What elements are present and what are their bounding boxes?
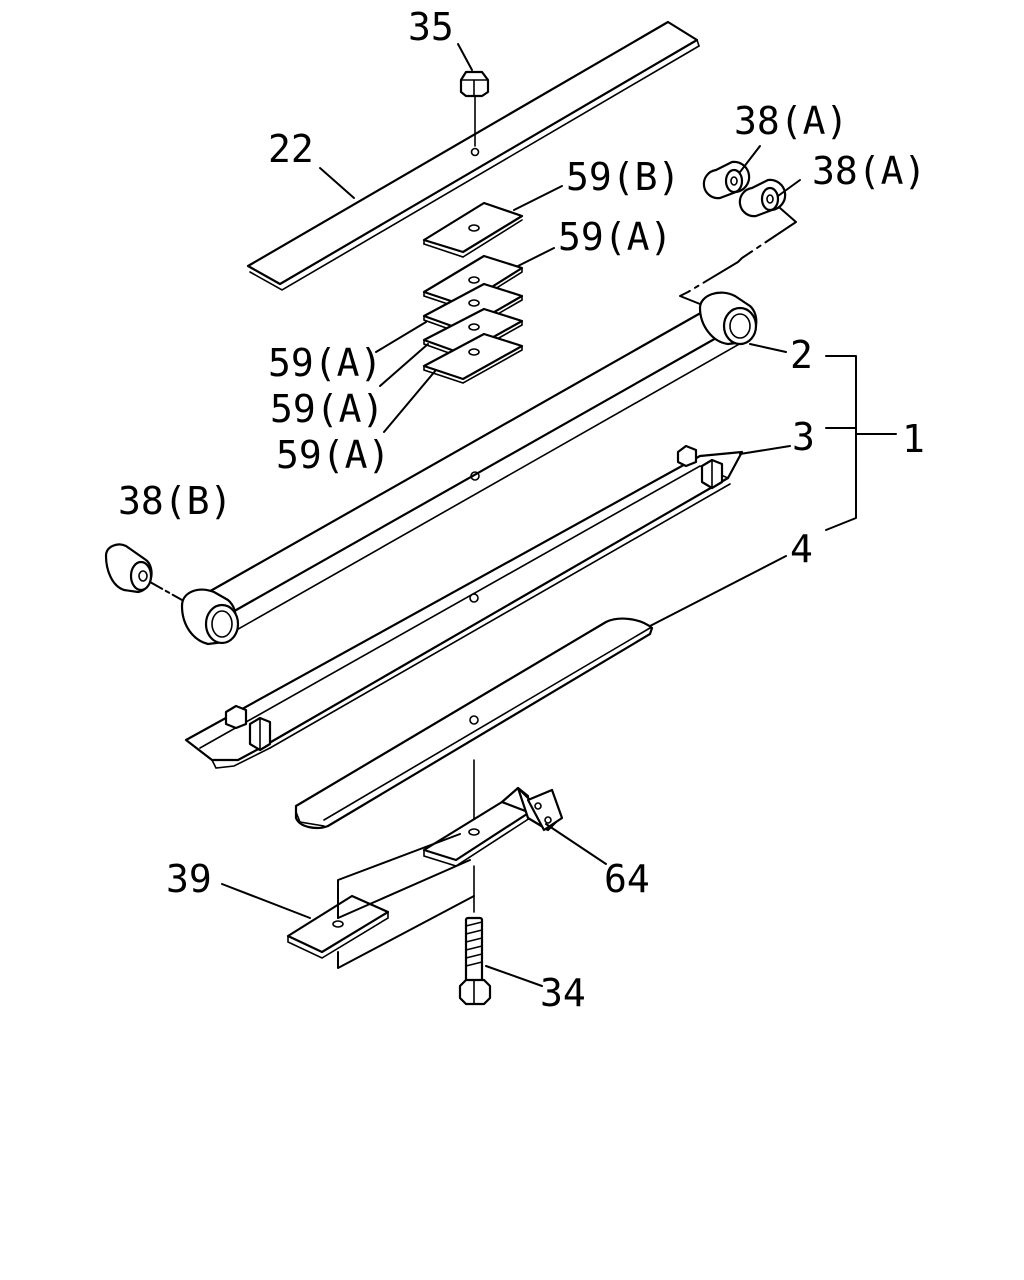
link-line-39-64 (337, 859, 471, 919)
callout-3: 3 (792, 415, 815, 459)
callout-38a-1: 38(A) (734, 99, 848, 143)
link-line-39-top (337, 833, 461, 919)
leader-lines (221, 43, 897, 987)
link-line-39-bottom (337, 895, 475, 969)
spacer-stack (422, 201, 524, 384)
part-39-plate (286, 894, 390, 959)
bushing-38b (104, 543, 183, 601)
callout-39: 39 (166, 857, 212, 901)
callout-22: 22 (268, 127, 314, 171)
callout-4: 4 (790, 527, 813, 571)
part-3-second-leaf (184, 444, 744, 769)
callout-59b: 59(B) (566, 155, 680, 199)
callout-59a-1: 59(A) (558, 215, 672, 259)
bushing-38a-2 (738, 178, 787, 218)
callout-64: 64 (604, 857, 650, 901)
spacer-59a-4 (422, 332, 524, 384)
spacer-59b (422, 201, 524, 258)
callout-59a-2: 59(A) (268, 341, 382, 385)
alignment-line-38a (679, 207, 797, 305)
callout-38b: 38(B) (118, 479, 232, 523)
bushing-38a-1 (702, 160, 751, 200)
callout-1: 1 (902, 417, 925, 461)
part-35-hex-nut (459, 70, 490, 147)
callout-35: 35 (408, 5, 454, 49)
callout-38a-2: 38(A) (812, 149, 926, 193)
callout-2: 2 (790, 333, 813, 377)
callout-59a-3: 59(A) (270, 387, 384, 431)
callout-34: 34 (540, 971, 586, 1015)
part-4-tapered-leaf (294, 617, 654, 829)
part-64-bracket (422, 786, 564, 867)
callout-59a-4: 59(A) (276, 433, 390, 477)
part-34-bolt (458, 916, 492, 1006)
part-22-flat-bar (246, 20, 700, 291)
part-2-main-leaf (180, 291, 758, 646)
